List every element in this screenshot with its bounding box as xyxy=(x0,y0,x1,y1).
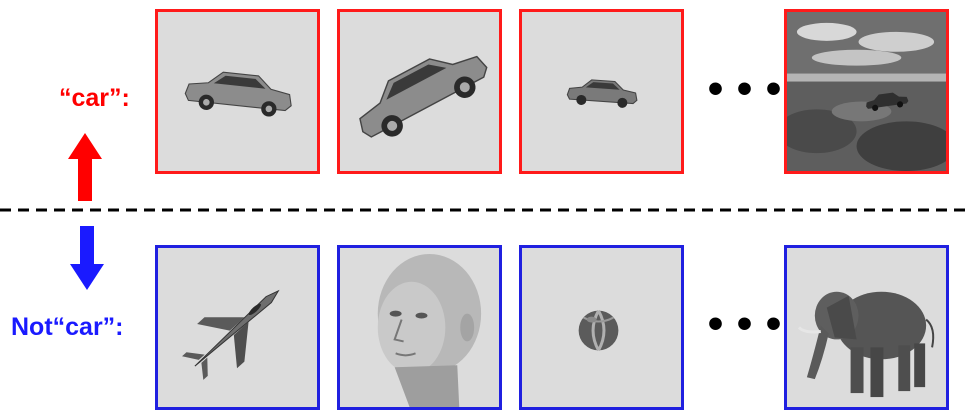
dashed-divider xyxy=(0,208,967,212)
negative-panel-3 xyxy=(519,245,684,410)
negative-panel-4 xyxy=(784,245,949,410)
car-icon xyxy=(359,55,488,138)
positive-label: “car”: xyxy=(59,84,130,112)
landscape-car-icon xyxy=(787,12,946,171)
positive-panel-2 xyxy=(337,9,502,174)
car-icon xyxy=(184,71,292,117)
up-arrow-icon xyxy=(68,133,102,201)
car-icon xyxy=(566,79,638,108)
positive-panel-3 xyxy=(519,9,684,174)
positive-panel-1 xyxy=(155,9,320,174)
negative-label: Not“car”: xyxy=(11,313,124,341)
negative-panel-2 xyxy=(337,245,502,410)
elephant-icon xyxy=(797,291,935,398)
ball-icon xyxy=(578,309,619,352)
down-arrow-icon xyxy=(70,226,104,290)
negative-ellipsis: ••• xyxy=(704,305,792,346)
jet-icon xyxy=(182,289,280,380)
face-icon xyxy=(377,253,482,407)
positive-panel-4 xyxy=(784,9,949,174)
positive-ellipsis: ••• xyxy=(704,70,792,111)
negative-panel-1 xyxy=(155,245,320,410)
